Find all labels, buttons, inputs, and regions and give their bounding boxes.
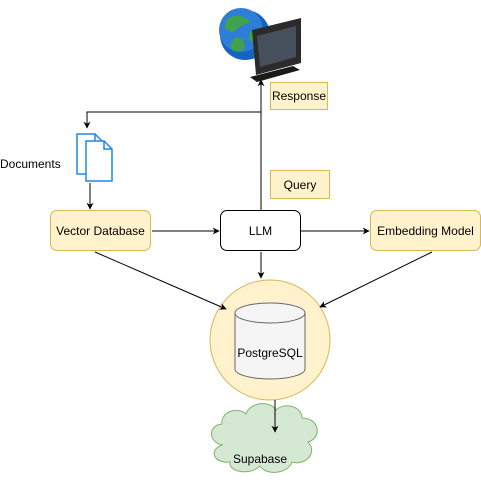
globe-monitor-icon <box>219 8 301 82</box>
llm-node[interactable]: LLM <box>220 210 301 251</box>
documents-label: Documents <box>0 157 61 171</box>
supabase-label: Supabase <box>232 452 288 466</box>
documents-icon <box>76 133 113 182</box>
vector-database-node[interactable]: Vector Database <box>50 210 151 251</box>
embedding-model-node[interactable]: Embedding Model <box>370 210 481 251</box>
database-cylinder-icon <box>234 302 306 380</box>
vector-db-to-postgres-arrow <box>94 251 227 310</box>
response-label: Response <box>270 82 328 110</box>
connectors <box>83 79 433 433</box>
query-label: Query <box>270 170 330 199</box>
embedding-to-postgres-arrow <box>319 251 433 308</box>
response-to-documents-arrow <box>83 111 261 129</box>
cloud-icon <box>211 403 318 473</box>
postgresql-label: PostgreSQL <box>237 346 303 360</box>
